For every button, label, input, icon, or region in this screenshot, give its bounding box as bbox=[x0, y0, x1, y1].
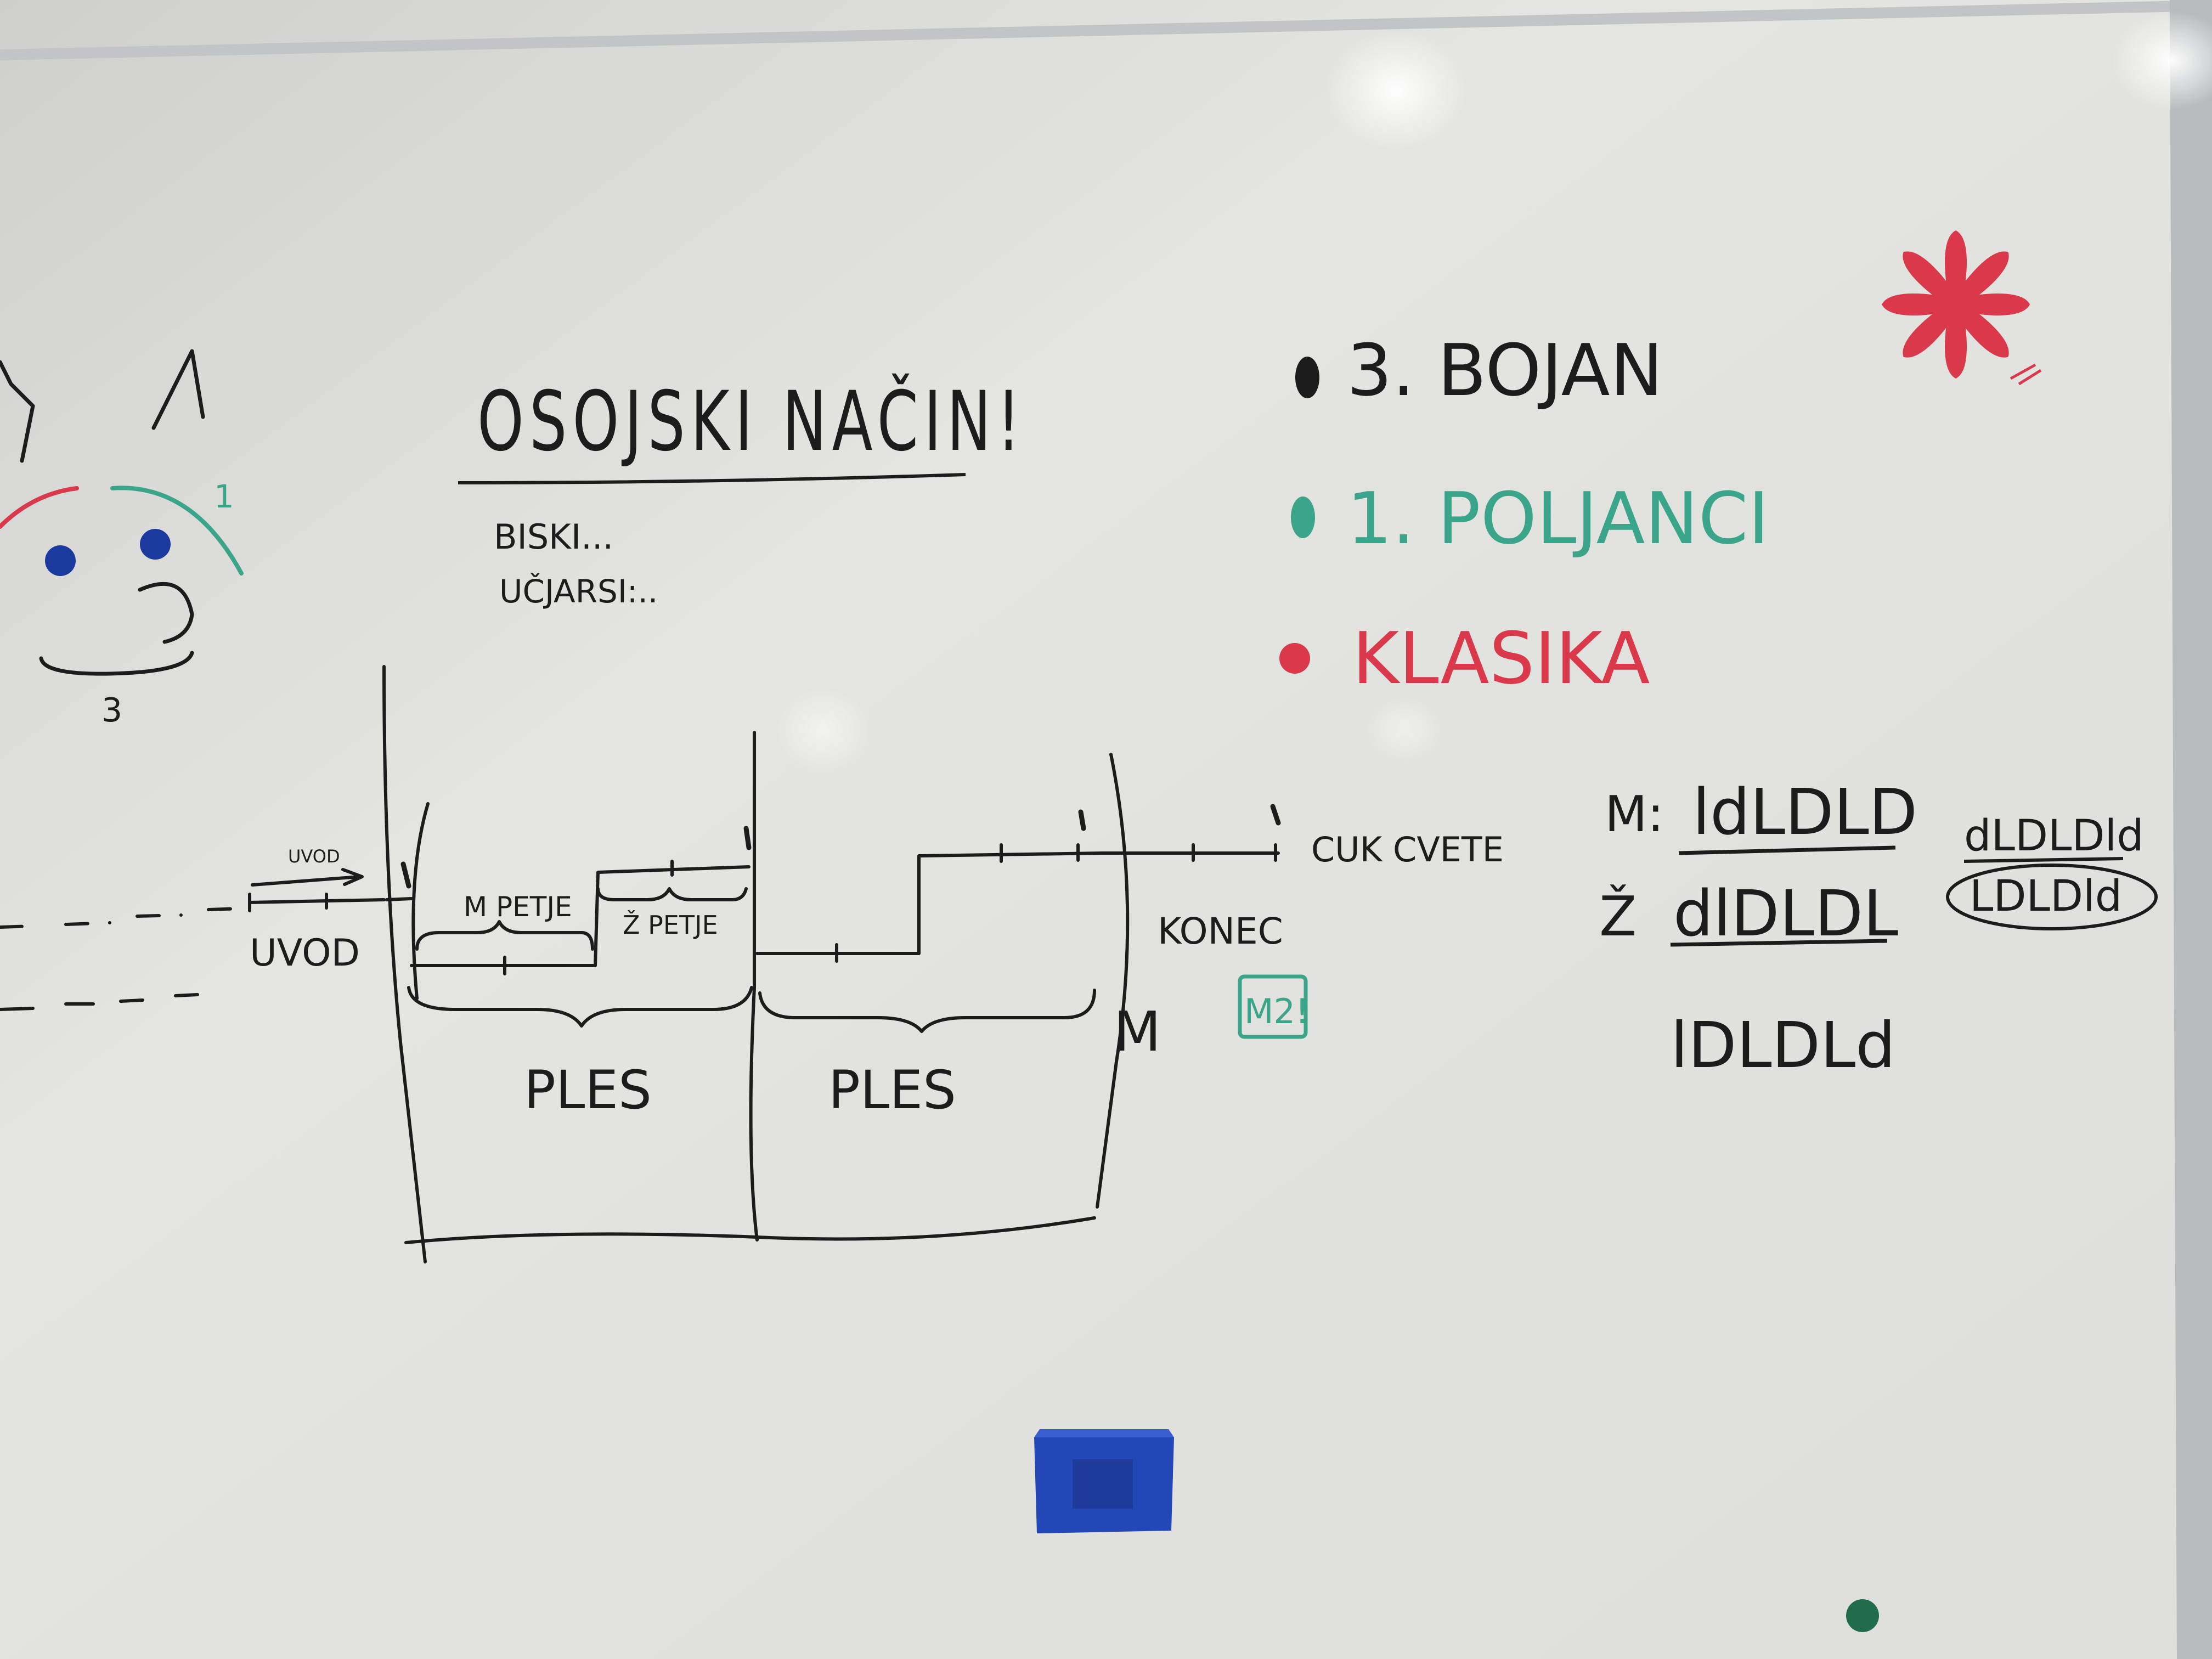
seq-right-2-circle bbox=[1946, 864, 2158, 930]
seq-right-1: dLDLDld bbox=[1964, 811, 2144, 861]
seq-z: dlDLDL bbox=[1673, 877, 1898, 951]
leadin-dashes-bottom bbox=[0, 993, 199, 1011]
ples2-brace bbox=[758, 989, 1096, 1033]
ples-label-1: PLES bbox=[524, 1059, 652, 1121]
eraser-top bbox=[1034, 1429, 1174, 1437]
cat-ear-left bbox=[0, 360, 35, 463]
uvod-label: UVOD bbox=[250, 932, 360, 975]
face-number-left: 1 bbox=[214, 478, 234, 515]
m-petje-brace bbox=[415, 920, 594, 951]
board-title: OSOJSKI NAČIN! bbox=[477, 373, 1026, 470]
list-item-3: KLASIKA bbox=[1352, 617, 1650, 700]
magnet-green bbox=[1846, 1599, 1879, 1632]
leadin-dashes-top bbox=[0, 907, 243, 929]
light-reflection bbox=[1325, 30, 1468, 151]
m-petje-label: M PETJE bbox=[464, 891, 572, 923]
list-bullet-black bbox=[1295, 357, 1319, 398]
seq-z-underline bbox=[1670, 939, 1888, 947]
eraser-grip bbox=[1073, 1459, 1133, 1509]
magnet-right bbox=[140, 529, 171, 560]
board-frame-top bbox=[0, 0, 2212, 60]
light-reflection bbox=[2112, 11, 2212, 110]
seq-z-label: Ž bbox=[1599, 884, 1637, 949]
light-reflection bbox=[774, 686, 872, 774]
konec-label: KONEC bbox=[1158, 910, 1283, 952]
z-petje-label: Ž PETJE bbox=[623, 910, 718, 940]
ples-label-2: PLES bbox=[828, 1059, 956, 1121]
seq-right-1-underline bbox=[1963, 857, 2124, 863]
note-line-1: BISKI... bbox=[494, 517, 613, 557]
green-box bbox=[1238, 974, 1308, 1039]
flower-petal bbox=[1945, 230, 1967, 304]
eraser bbox=[1034, 1429, 1174, 1533]
magnet-left bbox=[45, 545, 76, 576]
list-item-1: 3. BOJAN bbox=[1347, 329, 1663, 412]
divider-2 bbox=[749, 731, 759, 1242]
m-mark-label: M bbox=[1114, 1000, 1161, 1064]
flower-stem-mark bbox=[2010, 363, 2042, 386]
board-frame-right bbox=[2170, 0, 2212, 1659]
divider-1 bbox=[382, 665, 427, 1263]
green-box-label: M2! bbox=[1244, 991, 1309, 1031]
seq-m-label: M: bbox=[1605, 786, 1664, 843]
cat-ear-right bbox=[151, 349, 205, 430]
bottom-line bbox=[404, 1216, 1096, 1244]
note-line-2: UČJARSI:.. bbox=[499, 572, 658, 610]
flower-petal bbox=[1945, 304, 1967, 379]
flower-center bbox=[1939, 288, 1972, 321]
flower-petal bbox=[1882, 294, 1956, 315]
title-underline bbox=[458, 473, 966, 484]
cat-nose bbox=[138, 582, 194, 644]
cuk-label: CUK CVETE bbox=[1311, 830, 1504, 870]
mark-tick bbox=[400, 804, 1281, 889]
seq-m: ldLDLD bbox=[1692, 776, 1917, 849]
timeline-diagram bbox=[0, 665, 1281, 1263]
cat-whisker-red bbox=[0, 486, 79, 529]
cat-mouth bbox=[39, 651, 194, 676]
flower-petal bbox=[1956, 294, 2030, 315]
z-petje-brace bbox=[596, 887, 748, 901]
timeline-ticks bbox=[503, 860, 674, 975]
light-reflection bbox=[1366, 697, 1443, 763]
uvod-arrow bbox=[251, 868, 364, 887]
seq-m-underline bbox=[1678, 845, 1896, 855]
cat-whisker-green bbox=[110, 486, 244, 575]
uvod-ticks bbox=[248, 893, 328, 912]
face-number-bottom: 3 bbox=[101, 691, 122, 730]
ples2-ticks bbox=[835, 843, 1277, 963]
list-bullet-red bbox=[1279, 643, 1310, 674]
ples1-brace bbox=[407, 986, 753, 1028]
seq-row-3: lDLDLd bbox=[1671, 1009, 1895, 1082]
cat-doodle bbox=[0, 349, 244, 676]
seq-right-2: LDLDld bbox=[1970, 872, 2122, 921]
ples2-line bbox=[755, 851, 1280, 955]
flower-doodle bbox=[1882, 230, 2030, 379]
list-bullet-green bbox=[1291, 496, 1315, 538]
bracket-left bbox=[411, 802, 430, 1000]
divider-3 bbox=[1096, 753, 1130, 1209]
list-item-2: 1. POLJANCI bbox=[1347, 477, 1769, 560]
uvod-top-label: UVOD bbox=[288, 846, 340, 867]
